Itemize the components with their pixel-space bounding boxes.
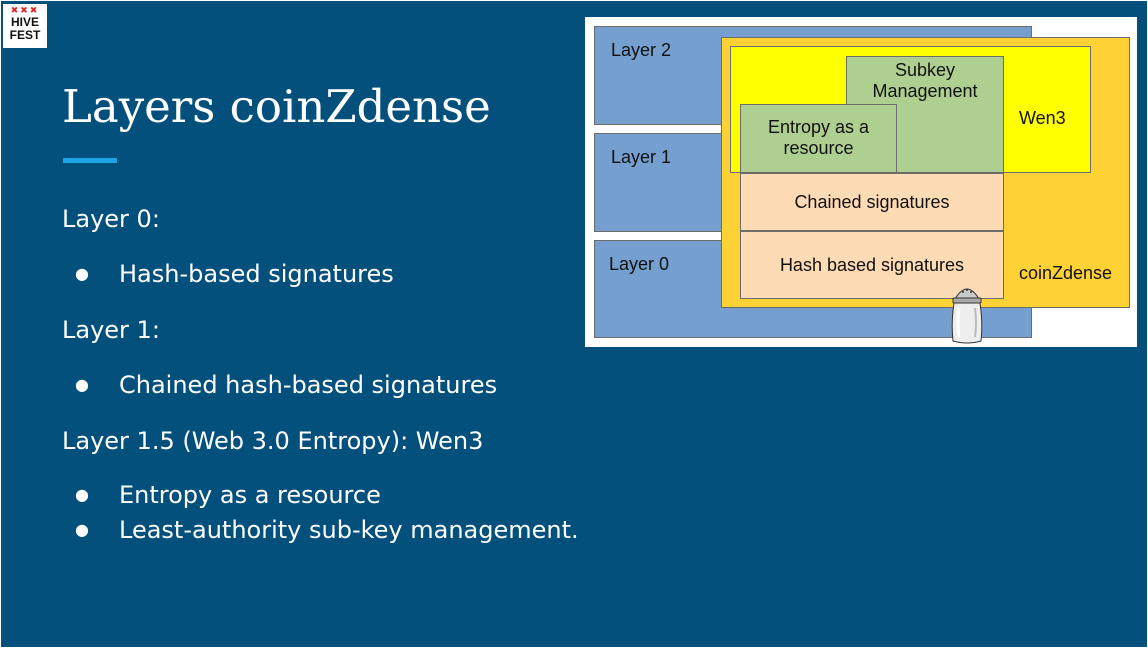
logo-line-2: FEST (9, 28, 41, 42)
entropy-label: Entropy as a resource (740, 117, 897, 159)
bullet-marker: ● (75, 485, 89, 504)
layers-diagram: Layer 2 Layer 1 Layer 0 coinZdense Wen3 … (585, 17, 1137, 347)
subkey-label-line2: Management (872, 81, 978, 101)
hash-based-label: Hash based signatures (779, 255, 965, 275)
hash-based-box (740, 231, 1004, 299)
entropy-label-line1: Entropy as a (767, 117, 870, 137)
bullet-text: Entropy as a resource (119, 481, 381, 509)
logo-marks: ✖✖✖ (10, 6, 40, 16)
salt-shaker-icon (951, 288, 983, 344)
bullet-marker: ● (75, 264, 89, 283)
bullet-text: Least-authority sub-key management. (119, 516, 579, 544)
layer2-label: Layer 2 (611, 40, 672, 60)
subkey-label: Subkey Management (846, 60, 1004, 102)
slide-title: Layers coinZdense (62, 80, 491, 133)
entropy-label-line2: resource (783, 138, 854, 158)
coinzdense-label: coinZdense (1019, 263, 1113, 283)
title-underline (63, 158, 117, 163)
hivefest-logo: ✖✖✖ HIVE FEST (3, 4, 47, 48)
chained-box (740, 173, 1004, 231)
bullet-text: Hash-based signatures (119, 260, 394, 288)
subkey-label-line1: Subkey (894, 60, 956, 80)
bullet-marker: ● (75, 375, 89, 394)
entropy-box (740, 104, 897, 173)
layer15-heading: Layer 1.5 (Web 3.0 Entropy): Wen3 (62, 427, 484, 455)
layer0-label: Layer 0 (609, 254, 670, 274)
bullet-text: Chained hash-based signatures (119, 371, 498, 399)
layer1-heading: Layer 1: (62, 316, 160, 344)
bullet-marker: ● (75, 520, 89, 539)
layer0-heading: Layer 0: (62, 205, 160, 233)
chained-label: Chained signatures (794, 192, 950, 212)
wen3-label: Wen3 (1019, 108, 1066, 128)
layer1-label: Layer 1 (611, 147, 672, 167)
logo-line-1: HIVE (10, 15, 39, 29)
